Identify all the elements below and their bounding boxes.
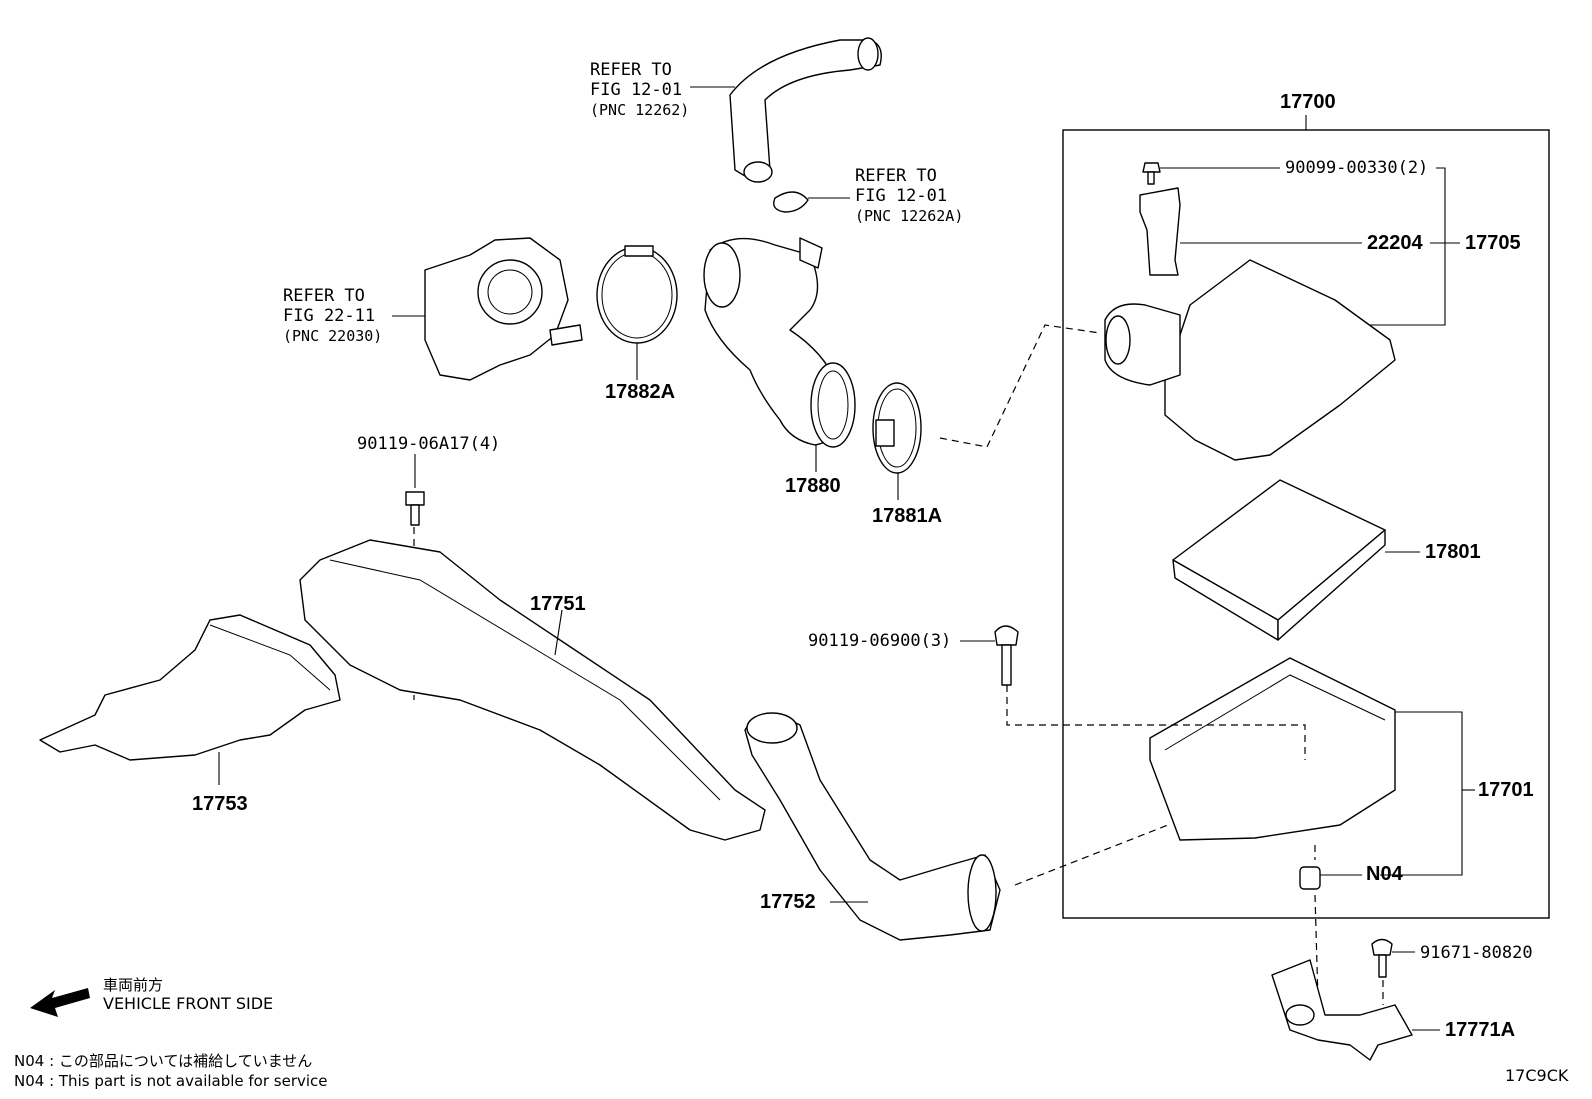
part-number-22204: 22204	[1367, 232, 1423, 254]
air-cleaner-case-17701	[1149, 657, 1475, 876]
part-number-17881A: 17881A	[872, 505, 943, 527]
part-number-17880: 17880	[785, 475, 841, 497]
bolt-number-90119-06900: 90119-06900(3)	[808, 631, 952, 651]
reference-label-clip: REFER TO FIG 12-01 (PNC 12262A)	[855, 166, 963, 226]
part-number-17701: 17701	[1478, 779, 1534, 801]
bolt-90099-00330	[1142, 162, 1446, 326]
assembly-number: 17700	[1280, 91, 1336, 113]
direction-label-en: VEHICLE FRONT SIDE	[103, 994, 274, 1013]
ref-line: FIG 12-01	[855, 186, 948, 206]
part-number-17771A: 17771A	[1445, 1019, 1516, 1041]
air-filter-element-17801	[1172, 479, 1420, 641]
bolt-90119-06900	[960, 625, 1019, 686]
bolt-number-90119-06A17: 90119-06A17(4)	[357, 434, 501, 454]
ref-line: (PNC 12262A)	[855, 207, 964, 225]
air-cleaner-cap-17705	[1104, 259, 1396, 461]
reference-label-hose: REFER TO FIG 12-01 (PNC 12262)	[590, 60, 689, 120]
reference-label-throttle: REFER TO FIG 22-11 (PNC 22030)	[283, 286, 382, 346]
ref-line: FIG 22-11	[283, 306, 376, 326]
part-number-17753: 17753	[192, 793, 248, 815]
bolt-91671-80820	[1371, 938, 1415, 1005]
air-duct-17751	[299, 539, 766, 841]
ref-line: REFER TO	[590, 60, 672, 80]
ref-line: (PNC 22030)	[283, 327, 383, 345]
air-flow-meter-22204	[1139, 187, 1460, 276]
bolt-number-91671-80820: 91671-80820	[1420, 943, 1533, 963]
breather-hose	[690, 37, 882, 183]
intake-hose-17880	[703, 237, 856, 472]
ref-line: REFER TO	[283, 286, 365, 306]
front-direction-arrow-icon	[30, 988, 90, 1017]
grommet-N04	[1299, 866, 1362, 890]
footnote-jp: N04 : この部品については補給していません	[14, 1052, 313, 1070]
ref-line: (PNC 12262)	[590, 101, 690, 119]
ref-line: REFER TO	[855, 166, 937, 186]
throttle-body	[392, 237, 583, 381]
hose-clip	[773, 191, 850, 213]
gasket-ring-17882A	[596, 245, 678, 380]
ref-line: FIG 12-01	[590, 80, 683, 100]
bracket-17771A	[1271, 959, 1440, 1061]
diagram-id: 17C9CK	[1505, 1066, 1569, 1085]
part-number-17752: 17752	[760, 891, 816, 913]
part-number-17801: 17801	[1425, 541, 1481, 563]
air-duct-17752	[744, 712, 1001, 941]
part-number-17882A: 17882A	[605, 381, 676, 403]
clamp-17881A	[872, 382, 922, 500]
air-duct-17753	[39, 614, 341, 785]
footnote-en: N04 : This part is not available for ser…	[14, 1072, 328, 1090]
bolt-number-90099-00330: 90099-00330(2)	[1285, 158, 1429, 178]
part-number-N04: N04	[1366, 863, 1403, 885]
part-number-17705: 17705	[1465, 232, 1521, 254]
part-number-17751: 17751	[530, 593, 586, 615]
direction-label-jp: 車両前方	[103, 976, 164, 994]
